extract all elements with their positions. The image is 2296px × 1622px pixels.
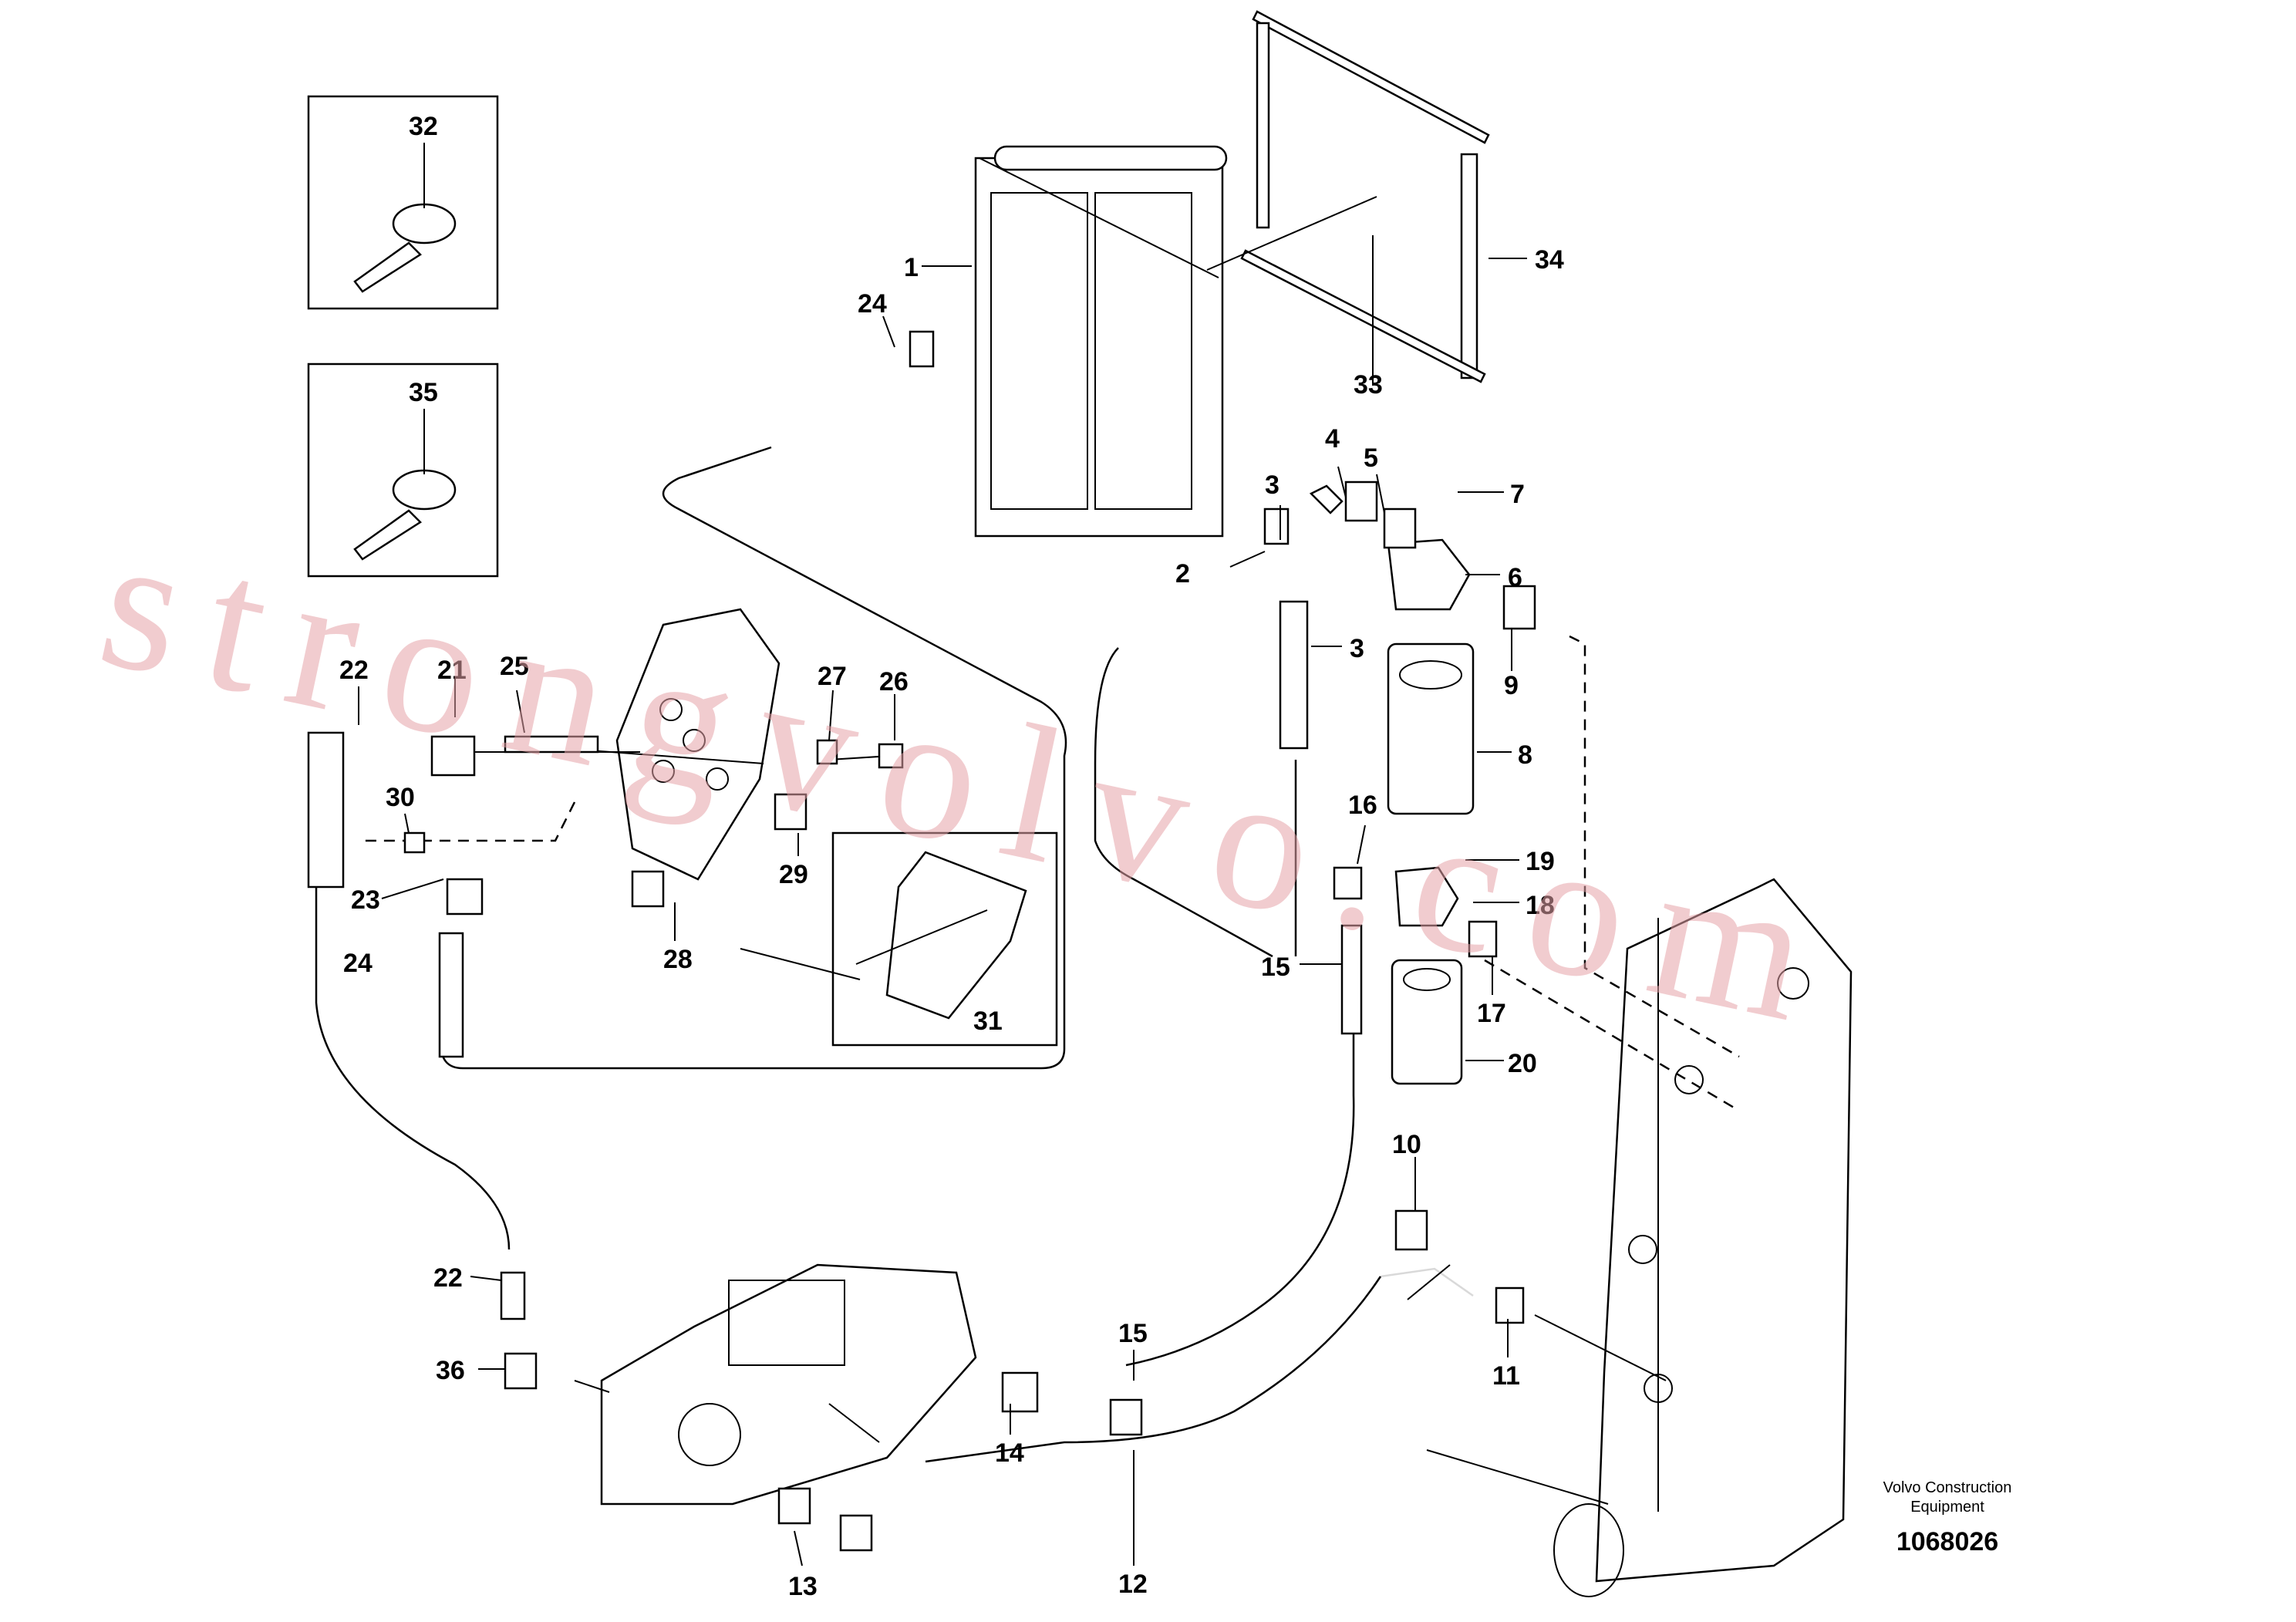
callout-5: 5	[1364, 443, 1378, 473]
callout-25: 25	[500, 652, 529, 681]
callout-13: 13	[788, 1572, 818, 1601]
filter-element-8	[1387, 642, 1475, 815]
callout-28: 28	[663, 945, 693, 974]
callout-18: 18	[1526, 891, 1555, 920]
fittings	[307, 330, 1536, 1552]
seal-strips	[1206, 10, 1490, 383]
control-valve	[615, 608, 781, 881]
inset-box-31	[831, 831, 1058, 1047]
callout-23: 23	[351, 885, 380, 915]
callout-26: 26	[879, 667, 909, 696]
callout-32: 32	[409, 112, 438, 141]
callout-19: 19	[1526, 847, 1555, 876]
callout-29: 29	[779, 860, 808, 889]
callout-8: 8	[1518, 740, 1532, 770]
callout-21: 21	[437, 656, 467, 685]
hydraulic-pump	[600, 1263, 977, 1506]
callout-6: 6	[1508, 563, 1522, 592]
callout-24: 24	[858, 289, 887, 319]
callout-17: 17	[1477, 999, 1506, 1028]
callout-2: 2	[1175, 559, 1190, 588]
callout-15: 15	[1261, 953, 1290, 982]
hydraulic-lines	[315, 446, 1740, 1463]
callout-24: 24	[343, 949, 373, 978]
callout-12: 12	[1118, 1570, 1148, 1599]
callout-11: 11	[1492, 1361, 1520, 1391]
callout-7: 7	[1510, 480, 1525, 509]
callout-3: 3	[1350, 634, 1364, 663]
callout-22: 22	[433, 1263, 463, 1293]
drawing-number: 1068026	[1896, 1527, 1998, 1556]
callout-22: 22	[339, 656, 369, 685]
callout-30: 30	[386, 783, 415, 812]
inset-box-32	[307, 95, 499, 310]
callout-labels: 1 2 3 3 4 5 6 7 8 9 10 11 12 13 14 15 15…	[339, 112, 1564, 1601]
callout-1: 1	[904, 253, 919, 282]
callout-31: 31	[973, 1007, 1003, 1036]
callout-15: 15	[1118, 1319, 1148, 1348]
callout-35: 35	[409, 378, 438, 407]
callout-10: 10	[1392, 1130, 1421, 1159]
callout-16: 16	[1348, 791, 1377, 820]
callout-33: 33	[1354, 370, 1383, 400]
brand-line-1: Volvo Construction	[1883, 1479, 2012, 1496]
callout-20: 20	[1508, 1049, 1537, 1078]
leader-lines	[358, 235, 1527, 1566]
filter-head-6	[1387, 538, 1471, 611]
filter-head-18	[1394, 866, 1459, 927]
callout-27: 27	[818, 662, 847, 691]
oil-cooler	[974, 145, 1228, 538]
callout-9: 9	[1504, 671, 1519, 700]
filter-element-20	[1391, 959, 1463, 1085]
machine-frame	[1426, 878, 1853, 1597]
callout-14: 14	[995, 1438, 1024, 1468]
inset-box-35	[307, 363, 499, 578]
callout-4: 4	[1325, 424, 1340, 454]
callout-34: 34	[1535, 245, 1564, 275]
callout-3: 3	[1265, 470, 1279, 500]
brand-line-2: Equipment	[1910, 1499, 1984, 1516]
callout-36: 36	[436, 1356, 465, 1385]
watermark: strongvolvo.com	[85, 493, 1855, 1069]
footer: Volvo Construction Equipment 1068026	[1883, 1479, 2012, 1556]
